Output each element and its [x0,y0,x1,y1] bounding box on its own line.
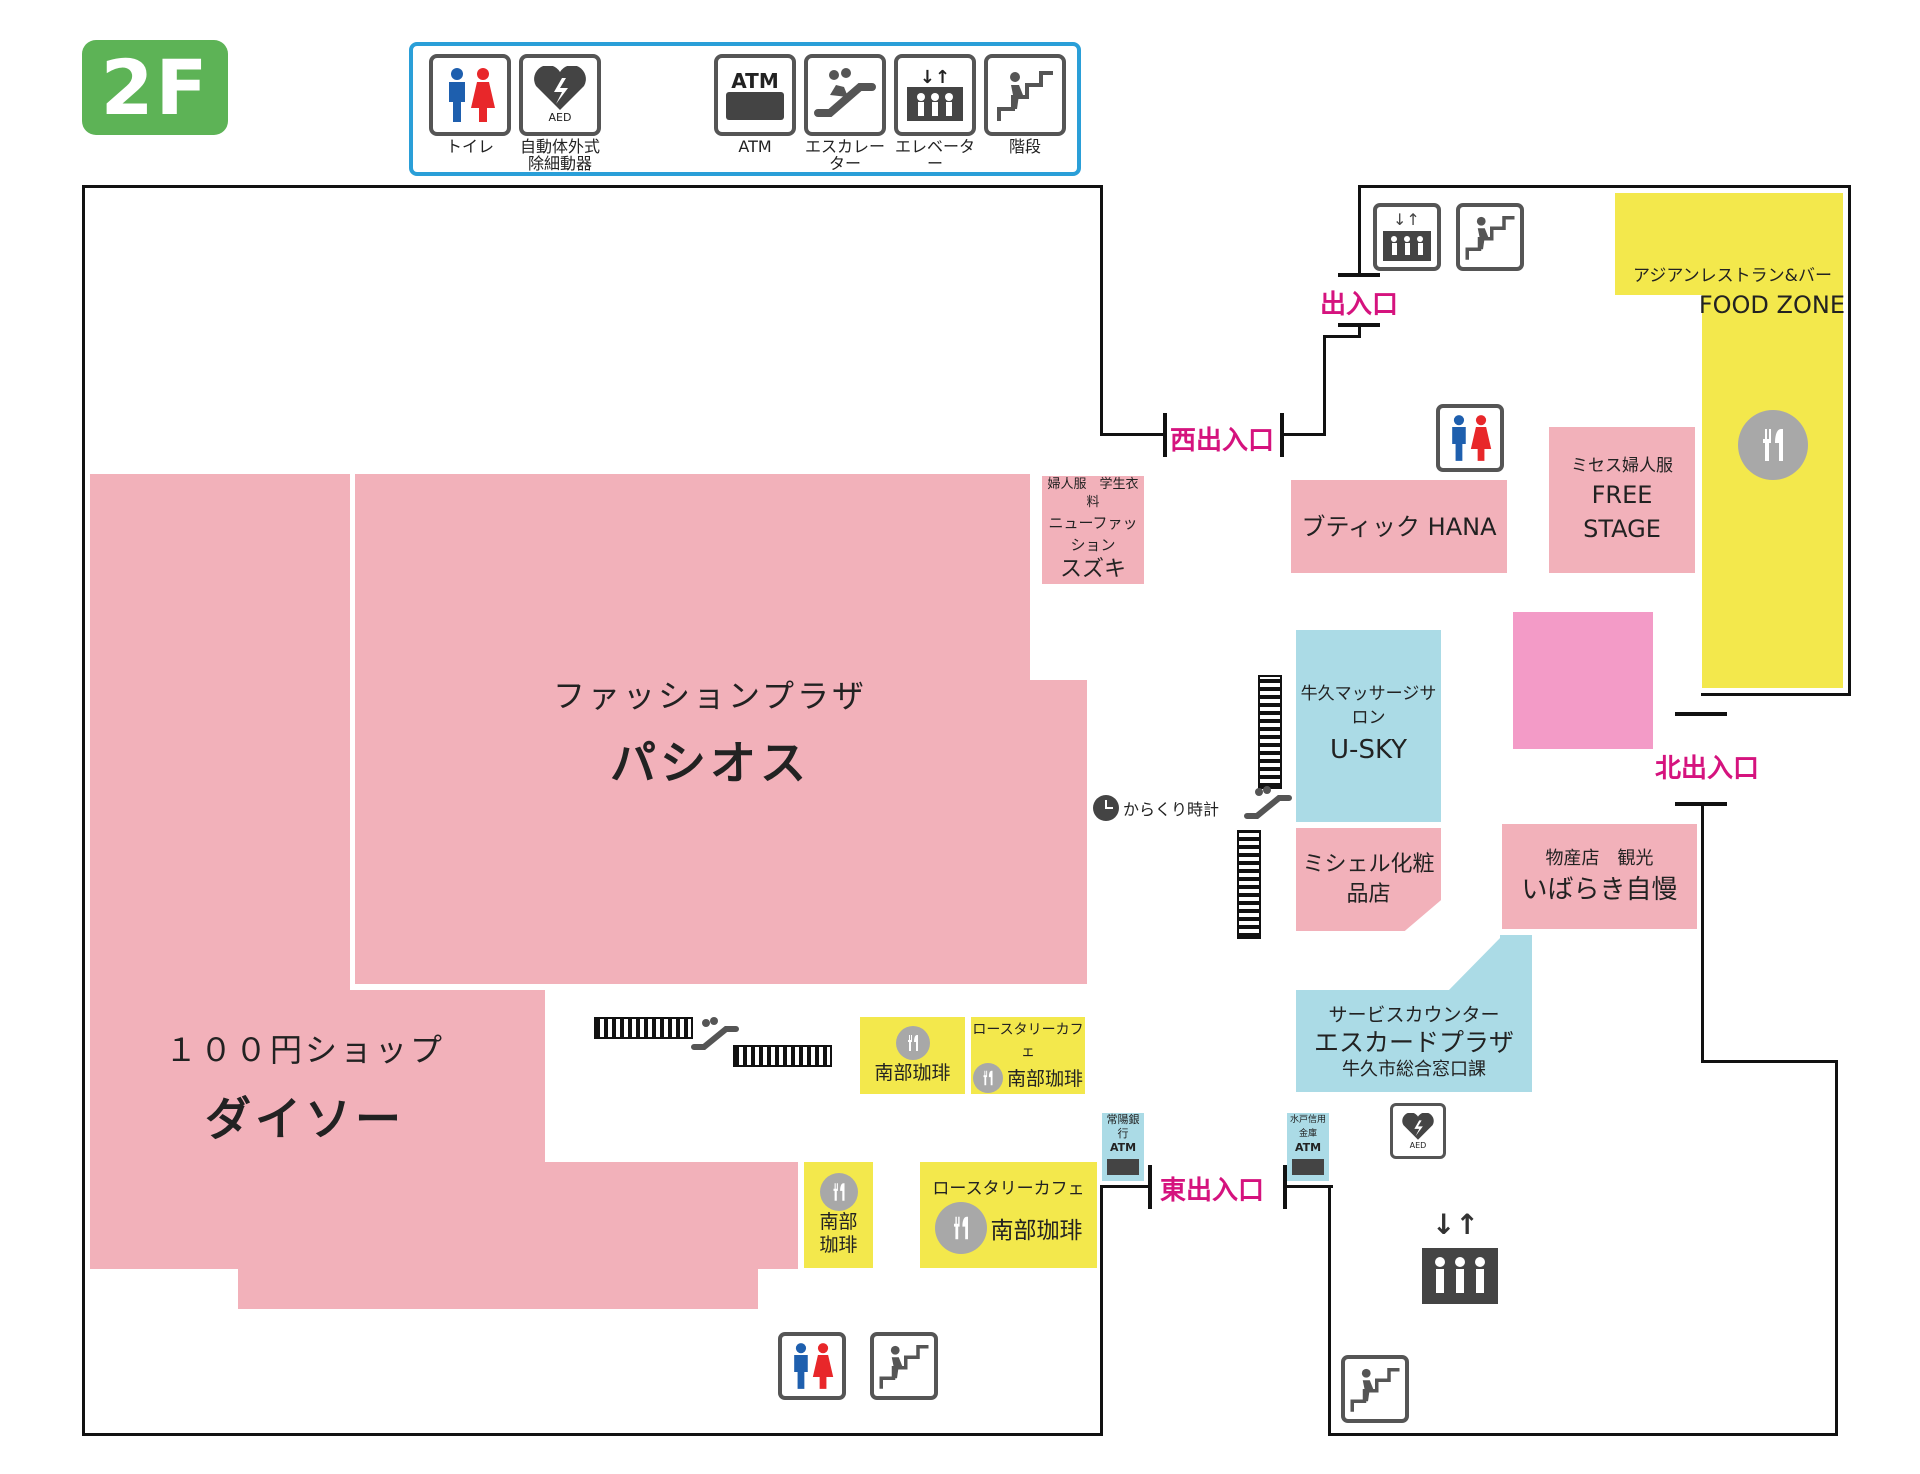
floor-badge: 2F [82,40,228,135]
service-counter-area [1500,935,1532,995]
wall [1328,1185,1331,1436]
legend-toilet: トイレ [425,54,515,155]
legend-aed: AED 自動体外式 除細動器 [515,54,605,172]
restaurant-icon [934,1202,987,1254]
entrance-marker [1148,1165,1152,1209]
service-counter-area [1447,935,1503,992]
restaurant-icon [972,1062,1003,1093]
wall [1100,1185,1103,1436]
shop-daiso-area [350,990,545,1269]
legend: トイレ AED 自動体外式 除細動器 ATM ATM エスカレーター [409,42,1081,176]
toilet-icon [778,1332,846,1400]
shop-pasios-area [355,474,1030,984]
wall [82,185,85,1436]
shop-michel[interactable]: ミシェル化粧品店 [1296,828,1441,931]
shop-roastery-cafe-2[interactable]: ロースタリーカフェ 南部珈琲 [920,1162,1097,1268]
legend-elevator: ↓↑ エレベーター [890,54,980,172]
escalator [1258,675,1282,789]
shop-pasios[interactable]: ファッションプラザ パシオス [552,677,868,790]
escalator [594,1017,693,1039]
shop-suzuki[interactable]: 婦人服 学生衣料 ニューファッション スズキ [1042,476,1144,584]
restaurant-icon [1738,410,1808,480]
entrance-marker [1675,712,1727,716]
shop-u-sky[interactable]: 牛久マッサージサロン U-SKY [1296,630,1441,822]
entrance-marker [1338,273,1380,277]
shop-daiso[interactable]: １００円ショップ ダイソー [164,1031,445,1146]
svg-text:↓↑: ↓↑ [1393,210,1420,229]
shop-pasios-area [1030,680,1087,984]
wall [1280,433,1326,436]
wall [1358,185,1851,188]
stairs-icon [1341,1355,1409,1423]
wall [1100,1185,1150,1188]
wall [1701,693,1851,696]
accent-block [1513,612,1653,749]
restaurant-icon [895,1025,930,1060]
shop-daiso-area [545,1162,798,1269]
legend-escalator: エスカレーター [800,54,890,172]
wall [1323,335,1361,338]
atm-icon [1292,1159,1324,1175]
restaurant-icon [819,1173,858,1211]
wall [1323,335,1326,435]
service-counter-area [1296,990,1532,1092]
service-counter[interactable]: サービスカウンター エスカードプラザ 牛久市総合窓口課 [1313,1004,1514,1080]
shop-ibaraki-jiman[interactable]: 物産店 観光 いばらき自慢 [1502,824,1697,929]
shop-nanbu-coffee[interactable]: 南部珈琲 [860,1017,965,1094]
entrance-north-label[interactable]: 北出入口 [1655,754,1760,784]
stairs-icon [984,54,1066,136]
karakuri-clock[interactable]: からくり時計 [1093,795,1219,821]
wall [1701,1060,1838,1063]
shop-hana[interactable]: ブティック HANA [1291,480,1507,573]
wall [1701,805,1704,1062]
escalator-icon [804,54,886,136]
wall [1100,185,1103,435]
clock-icon [1093,795,1119,821]
wall [1848,185,1851,696]
wall [1100,433,1165,436]
escalator-icon [690,1015,740,1059]
elevator-icon: ↓↑ [1420,1208,1500,1310]
wall [1358,185,1361,275]
shop-food-zone[interactable]: アジアンレストラン&バー FOOD ZONE [1633,266,1845,319]
entrance-west-label[interactable]: 西出入口 [1170,426,1275,456]
wall [1358,325,1361,335]
aed-icon: AED [519,54,601,136]
stairs-icon [870,1332,938,1400]
shop-daiso-area [90,474,350,1269]
stairs-icon [1456,203,1524,271]
escalator-icon [1243,784,1293,828]
atm-icon: ATM [714,54,796,136]
shop-daiso-area [238,1269,758,1309]
entrance-marker [1283,1165,1287,1209]
toilet-icon [429,54,511,136]
wall [1283,1185,1333,1188]
svg-text:↓↑: ↓↑ [1432,1210,1479,1241]
escalator [1237,830,1261,939]
wall [1835,1062,1838,1436]
shop-free-stage[interactable]: ミセス婦人服 FREE STAGE [1549,427,1695,573]
entrance-marker [1163,413,1167,457]
entrance-marker [1280,413,1284,457]
aed-icon: AED [1390,1103,1446,1159]
toilet-icon [1436,404,1504,472]
atm-joyo-bank[interactable]: 常陽銀行 ATM [1102,1113,1144,1181]
entrance-marker [1338,323,1380,327]
wall [82,185,1103,188]
elevator-icon: ↓↑ [894,54,976,136]
shop-nanbu-coffee-2[interactable]: 南部 珈琲 [804,1162,873,1268]
wall [82,1433,1103,1436]
wall [1701,805,1704,808]
wall [1328,1433,1838,1436]
atm-mito-shinkin[interactable]: 水戸信用金庫 ATM [1287,1113,1329,1181]
elevator-icon: ↓↑ [1373,203,1441,271]
entrance-east-label[interactable]: 東出入口 [1160,1176,1265,1206]
entrance-top-label[interactable]: 出入口 [1320,290,1399,320]
entrance-marker [1675,802,1727,806]
legend-stairs: 階段 [980,54,1070,155]
shop-roastery-cafe[interactable]: ロースタリーカフェ 南部珈琲 [971,1017,1085,1094]
atm-icon [1107,1159,1139,1175]
escalator [733,1045,832,1067]
legend-atm: ATM ATM [710,54,800,155]
